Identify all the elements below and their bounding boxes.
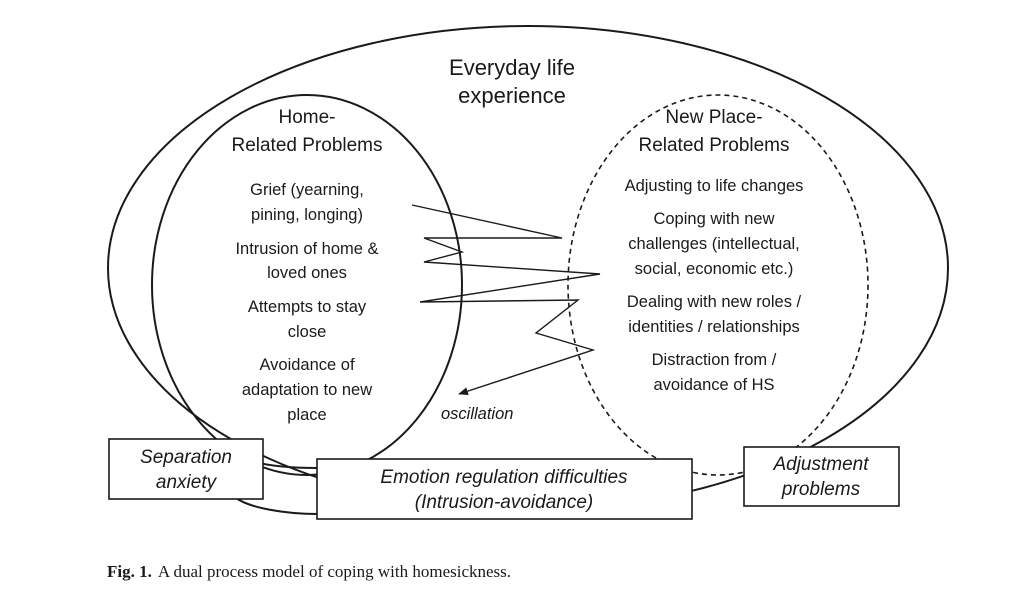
separation-anxiety-line-2: anxiety [156,472,218,493]
home-item-intrusion-line-2: loved ones [267,264,347,282]
diagram-title-line-1: Everyday life [449,55,575,80]
home-item-avoidance-line-3: place [287,406,326,424]
home-item-grief-line-2: pining, longing) [251,206,363,224]
newplace-item-coping-line-3: social, economic etc.) [635,260,794,278]
newplace-heading-line-1: New Place- [665,107,762,128]
home-item-attempts-line-2: close [288,323,327,341]
emotion-regulation-box: Emotion regulation difficulties (Intrusi… [316,458,693,520]
newplace-heading-line-2: Related Problems [638,135,789,156]
home-heading-line-1: Home- [278,107,335,128]
newplace-item-roles-line-2: identities / relationships [628,318,800,336]
home-problems-ellipse [151,94,463,476]
adjustment-problems-line-2: problems [781,479,861,500]
home-item-grief-line-1: Grief (yearning, [250,181,364,199]
home-item-attempts-line-1: Attempts to stay [248,298,367,316]
separation-anxiety-line-1: Separation [140,447,232,468]
figure-caption-label: Fig. 1. [107,562,152,581]
separation-connector-lower [235,497,319,515]
home-heading-line-2: Related Problems [231,135,382,156]
oscillation-arrow [411,204,601,395]
home-item-intrusion-line-1: Intrusion of home & [235,240,378,258]
figure-caption: Fig. 1. A dual process model of coping wi… [107,562,511,582]
figure-caption-text: A dual process model of coping with home… [157,562,512,581]
newplace-item-distraction-line-2: avoidance of HS [653,376,774,394]
newplace-item-coping-line-1: Coping with new [653,210,774,228]
home-item-avoidance-line-2: adaptation to new [242,381,372,399]
newplace-item-adjusting: Adjusting to life changes [625,177,804,195]
adjustment-problems-line-1: Adjustment [772,454,869,475]
home-item-avoidance-line-1: Avoidance of [259,356,355,374]
adjustment-problems-box: Adjustment problems [743,446,900,507]
oscillation-label: oscillation [441,405,513,423]
diagram-title-line-2: experience [458,83,566,108]
separation-anxiety-box: Separation anxiety [108,438,264,500]
newplace-item-roles-line-1: Dealing with new roles / [627,293,802,311]
new-place-problems-ellipse [567,94,869,476]
dual-process-diagram: Everyday life experience Home- Related P… [107,25,949,520]
newplace-item-distraction-line-1: Distraction from / [652,351,777,369]
newplace-item-coping-line-2: challenges (intellectual, [628,235,800,253]
emotion-regulation-line-1: Emotion regulation difficulties [380,467,628,488]
emotion-regulation-line-2: (Intrusion-avoidance) [415,492,593,513]
